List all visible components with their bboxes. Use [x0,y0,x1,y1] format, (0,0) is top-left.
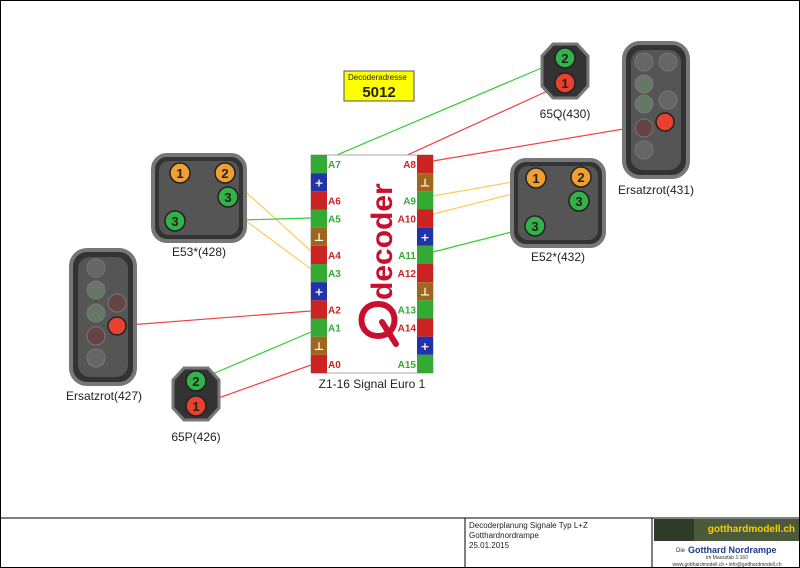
svg-text:2: 2 [221,166,228,181]
tagline-main: Gotthard Nordrampe [688,545,777,555]
pin-right-6-block [417,264,433,283]
pin-left-1-block [311,173,327,192]
pin-right-6-label: A12 [398,269,417,280]
svg-text:2: 2 [577,170,584,185]
pin-left-1-label: + [314,176,323,189]
pin-left-5-label: A4 [328,251,341,262]
pin-right-9-block [417,318,433,337]
svg-text:3: 3 [575,194,582,209]
svg-text:3: 3 [171,214,178,229]
qdecoder-logo: decoder [358,183,399,347]
pin-right-11-label: A15 [398,360,417,371]
title-line-2: Gotthardnordrampe [469,531,539,540]
signal-ersatzrot-431-label: Ersatzrot(431) [618,183,694,197]
pin-right-7-label: ⊥ [420,285,430,298]
pin-left-9-block [311,318,327,337]
svg-text:2: 2 [192,374,199,389]
tagline-prefix: Die [676,548,686,554]
title-block: Decoderplanung Signale Typ L+Z Gotthardn… [464,518,799,568]
svg-text:1: 1 [192,399,199,414]
signal-e53-label: E53*(428) [172,245,226,259]
pin-left-4-block [311,227,327,246]
pin-right-3-label: A10 [398,215,417,226]
signal-e52-label: E52*(432) [531,250,585,264]
pin-right-0-block [417,155,433,174]
pin-right-7-block [417,282,433,301]
pin-left-3-block [311,209,327,228]
pin-left-11-block [311,354,327,373]
pin-left-7-label: + [314,285,323,298]
wire-65q-2 [310,57,566,167]
svg-text:1: 1 [561,76,568,91]
ersatzrot-431-lamp [655,112,675,132]
signal-65p-label: 65P(426) [171,430,220,444]
pin-left-10-label: ⊥ [314,340,324,353]
pin-right-8-label: A13 [398,305,417,316]
signal-e53: 1 2 3 3 [151,153,247,243]
ersatzrot-427-lamp [107,316,127,336]
brand-text: decoder [366,183,399,300]
svg-text:1: 1 [176,166,183,181]
q-logo-mark [358,300,399,347]
pin-right-4-block [417,227,433,246]
pin-right-1-block [417,173,433,192]
svg-text:2: 2 [561,51,568,66]
svg-text:3: 3 [531,219,538,234]
decoder-title: Z1-16 Signal Euro 1 [319,377,426,391]
pin-left-9-label: A1 [328,324,341,335]
signal-e52: 1 2 3 3 [510,158,606,248]
svg-text:1: 1 [532,171,539,186]
wire-ersatz427 [115,310,312,327]
pin-right-2-block [417,191,433,210]
pin-left-6-label: A3 [328,269,341,280]
wires [115,57,666,407]
pin-left-0-block [311,155,327,174]
pin-left-10-block [311,336,327,355]
wire-65p-2 [195,331,312,382]
signal-ersatzrot-427-label: Ersatzrot(427) [66,389,142,403]
pin-right-8-block [417,300,433,319]
title-line-3: 25.01.2015 [469,541,510,550]
pin-right-9-label: A14 [398,324,417,335]
pin-right-2-label: A9 [403,196,416,207]
pin-right-10-label: + [420,340,429,353]
pin-right-5-label: A11 [398,251,416,262]
pin-right-11-block [417,354,433,373]
pin-left-8-label: A2 [328,305,341,316]
contact-line: www.gotthardmodell.ch • info@gotthardmod… [672,562,781,568]
pin-right-0-label: A8 [403,160,416,171]
signal-65p: 2 1 [171,366,221,422]
pin-left-6-block [311,264,327,283]
pin-left-8-block [311,300,327,319]
pin-left-5-block [311,245,327,264]
pin-right-4-label: + [420,231,429,244]
signal-ersatzrot-427 [69,248,137,386]
pin-right-10-block [417,336,433,355]
signal-65q: 2 1 [540,42,590,100]
signal-65q-label: 65Q(430) [540,107,591,121]
tagline-scale: im Massstab 1:160 [706,555,748,561]
pin-right-3-block [417,209,433,228]
svg-text:3: 3 [224,190,231,205]
signal-ersatzrot-431 [622,41,690,179]
pin-right-1-label: ⊥ [420,176,430,189]
pin-left-7-block [311,282,327,301]
pin-left-2-block [311,191,327,210]
decoder-address-value: 5012 [362,84,395,101]
pin-left-4-label: ⊥ [314,231,324,244]
pin-right-5-block [417,245,433,264]
decoder-address-box: Decoderadresse 5012 [343,70,415,102]
decoder-address-label: Decoderadresse [348,73,407,82]
pin-left-2-label: A6 [328,196,341,207]
logo-text: gotthardmodell.ch [708,524,795,535]
pin-left-11-label: A0 [328,360,341,371]
title-line-1: Decoderplanung Signale Typ L+Z [469,521,588,530]
pin-left-0-label: A7 [328,160,341,171]
pin-left-3-label: A5 [328,215,341,226]
